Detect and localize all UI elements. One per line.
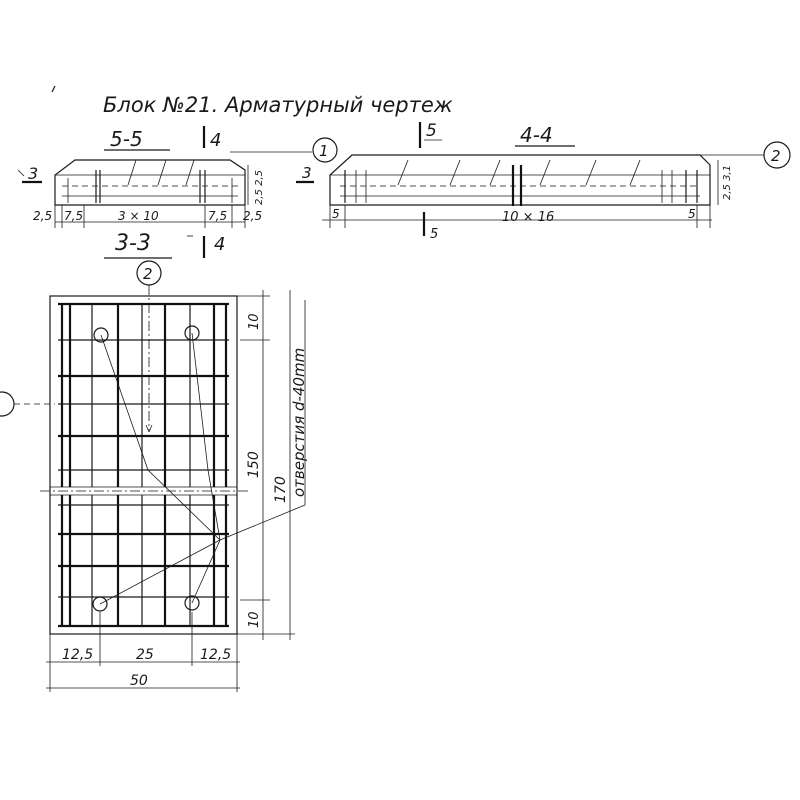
dim-10-bottom: 10 [247, 611, 262, 628]
callout-circle-2-top [763, 141, 791, 169]
dim-3x10: 3 × 10 [118, 209, 159, 223]
cut-label-4-bottom: 4 [214, 234, 225, 255]
callout-circle-1-plan [0, 391, 15, 417]
holes-note: отверстия d-40mm [290, 348, 308, 497]
section-label-5-5: 5-5 [110, 127, 143, 151]
cut-label-4-top: 4 [210, 130, 221, 151]
section-label-4-4: 4-4 [520, 123, 553, 147]
dim-7-5-left: 7,5 [64, 209, 83, 223]
dim-10-top: 10 [247, 313, 262, 330]
leader-hole-1 [100, 334, 221, 541]
dim-2-5-right: 2,5 [243, 209, 262, 223]
callout-label-1: 1 [319, 142, 329, 160]
drawing-title: Блок №21. Арматурный чертеж [103, 93, 453, 117]
cut-label-5-top: 5 [426, 121, 437, 141]
hole-top-left [93, 327, 109, 343]
beam-4-4-outline [329, 154, 711, 206]
dim-50: 50 [130, 673, 148, 689]
cut-label-3-right: 3 [302, 164, 312, 182]
plan-view: 2 [0, 260, 308, 692]
dim-5-left: 5 [332, 207, 340, 221]
dim-12-5-right: 12,5 [200, 647, 231, 663]
dim-5-right: 5 [688, 207, 696, 221]
beam-5-5-outline [54, 159, 246, 206]
callout-label-2-top: 2 [771, 147, 781, 165]
dim-25: 25 [136, 647, 154, 663]
dim-170: 170 [273, 476, 289, 503]
callout-circle-1 [312, 137, 338, 163]
dim-2-5-left: 2,5 [33, 209, 52, 223]
cut-label-3-left: 3 [28, 164, 38, 183]
plan-outline [49, 295, 238, 635]
cut-label-5-bottom: 5 [430, 227, 438, 242]
dim-12-5-left: 12,5 [62, 647, 93, 663]
stray-mark [51, 85, 56, 93]
callout-label-2-plan: 2 [143, 265, 153, 283]
dim-150: 150 [246, 451, 262, 478]
section-5-5: 5-5 4 3 2,5 7,5 [17, 126, 312, 259]
dim-vertical-4-4: 2,5 3,1 [722, 165, 733, 200]
hole-bottom-right [184, 595, 200, 611]
dim-10x16: 10 × 16 [502, 210, 554, 225]
section-4-4: 5 4-4 3 5 1 [296, 121, 764, 242]
hole-bottom-left [92, 596, 108, 612]
dim-7-5-right: 7,5 [208, 209, 227, 223]
section-label-3-3: 3-3 [115, 231, 151, 256]
dim-vertical-5-5: 2,5 2,5 [254, 170, 265, 205]
hole-top-right [184, 325, 200, 341]
cut-arrow-3-left [17, 169, 25, 177]
